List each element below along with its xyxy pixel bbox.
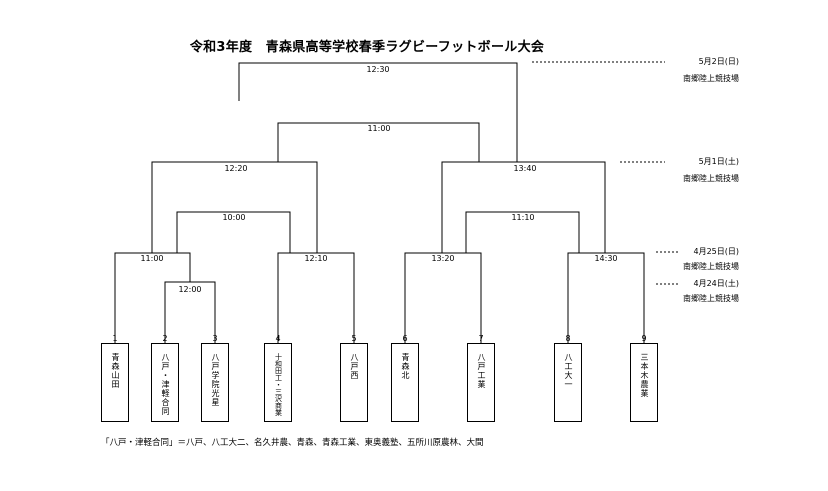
team-box: 八戸・津軽合同 <box>151 343 179 422</box>
bracket-line-semi-right <box>441 161 606 253</box>
match-time-consolation-right: 11:10 <box>511 213 534 222</box>
schedule-entry: 5月2日(日) 南郷陸上競技場 <box>683 56 739 85</box>
match-time-semi-left: 12:20 <box>224 164 247 173</box>
bracket-line-qf2 <box>277 252 355 343</box>
seed-number: 9 <box>641 334 647 343</box>
schedule-venue: 南郷陸上競技場 <box>683 294 739 303</box>
page-title: 令和3年度 青森県高等学校春季ラグビーフットボール大会 <box>189 40 545 55</box>
seed-number: 8 <box>565 334 571 343</box>
team-name: 青森北 <box>401 353 410 380</box>
schedule-entry: 4月24日(土) 南郷陸上競技場 <box>683 278 739 305</box>
footnote: 「八戸・津軽合同」＝八戸、八工大二、名久井農、青森、青森工業、東奥義塾、五所川原… <box>101 438 484 448</box>
schedule-entry: 5月1日(土) 南郷陸上競技場 <box>683 156 739 185</box>
match-time-first-round: 12:00 <box>178 285 201 294</box>
schedule-venue: 南郷陸上競技場 <box>683 74 739 83</box>
bracket-line-semi-left <box>151 161 318 253</box>
schedule-venue: 南郷陸上競技場 <box>683 174 739 183</box>
team-name: 八戸西 <box>350 353 359 380</box>
team-box: 三本木農業 <box>630 343 658 422</box>
seed-number: 3 <box>212 334 218 343</box>
schedule-venue: 南郷陸上競技場 <box>683 262 739 271</box>
seed-number: 6 <box>402 334 408 343</box>
bracket-line-first-round <box>164 281 216 343</box>
team-box: 八工大一 <box>554 343 582 422</box>
match-time-qf2: 12:10 <box>304 254 327 263</box>
bracket-line-qf4 <box>567 252 645 343</box>
bracket-line-consolation-right <box>465 211 580 253</box>
team-name: 青森山田 <box>111 353 120 389</box>
team-box: 十和田工・三沢商業 <box>264 343 292 422</box>
match-time-final: 12:30 <box>366 65 389 74</box>
match-time-qf1: 11:00 <box>140 254 163 263</box>
bracket-line-qf1 <box>114 252 191 343</box>
team-name: 十和田工・三沢商業 <box>274 353 283 416</box>
schedule-entry: 4月25日(日) 南郷陸上競技場 <box>683 246 739 273</box>
seed-number: 5 <box>351 334 357 343</box>
team-name: 八戸学院光星 <box>211 353 220 407</box>
match-time-semi-right: 13:40 <box>513 164 536 173</box>
match-time-qf3: 13:20 <box>431 254 454 263</box>
team-name: 八戸工業 <box>477 353 486 389</box>
seed-number: 2 <box>162 334 168 343</box>
seed-number: 1 <box>112 334 118 343</box>
team-box: 青森北 <box>391 343 419 422</box>
team-box: 八戸学院光星 <box>201 343 229 422</box>
schedule-date: 4月25日(日) <box>693 247 739 256</box>
team-name: 八戸・津軽合同 <box>161 353 170 416</box>
bracket-line-consolation-left <box>176 211 291 253</box>
seed-number: 7 <box>478 334 484 343</box>
team-box: 青森山田 <box>101 343 129 422</box>
schedule-date: 5月2日(日) <box>698 57 739 66</box>
team-box: 八戸西 <box>340 343 368 422</box>
bracket-line-final <box>238 62 518 162</box>
seed-number: 4 <box>275 334 281 343</box>
bracket-line-qf3 <box>404 252 482 343</box>
team-name: 三本木農業 <box>640 353 649 398</box>
schedule-date: 5月1日(土) <box>698 157 739 166</box>
schedule-date: 4月24日(土) <box>693 279 739 288</box>
match-time-third: 11:00 <box>367 124 390 133</box>
match-time-qf4: 14:30 <box>594 254 617 263</box>
team-box: 八戸工業 <box>467 343 495 422</box>
bracket-line-third <box>277 122 480 162</box>
team-name: 八工大一 <box>564 353 573 389</box>
match-time-consolation-left: 10:00 <box>222 213 245 222</box>
